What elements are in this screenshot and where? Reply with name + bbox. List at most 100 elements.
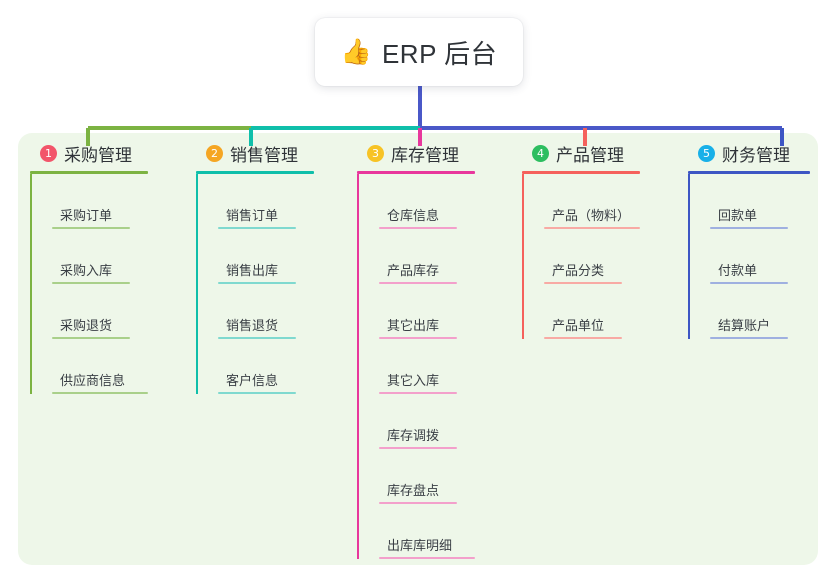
- branch-badge-3: 3: [367, 144, 384, 162]
- leaf-label: 销售出库: [226, 263, 279, 278]
- leaf-item[interactable]: 客户信息: [196, 339, 314, 394]
- leaf-item[interactable]: 采购退货: [30, 284, 148, 339]
- branch-label-4: 产品管理: [556, 145, 624, 165]
- branch-rule-2: [196, 171, 314, 174]
- leaf-underline: [218, 227, 296, 229]
- branch-badge-4: 4: [532, 144, 549, 162]
- leaf-label: 付款单: [718, 263, 758, 278]
- leaf-label: 产品单位: [552, 318, 605, 333]
- page-title: ERP 后台: [381, 38, 498, 69]
- leaf-underline: [379, 392, 457, 394]
- leaf-item[interactable]: 付款单: [688, 229, 810, 284]
- leaf-item[interactable]: 产品（物料）: [522, 174, 640, 229]
- leaf-underline: [710, 227, 788, 229]
- leaf-item[interactable]: 仓库信息: [357, 174, 475, 229]
- leaf-item[interactable]: 销售出库: [196, 229, 314, 284]
- branch-label-1: 采购管理: [64, 145, 132, 165]
- leaf-item[interactable]: 采购订单: [30, 174, 148, 229]
- branch-badge-5: 5: [698, 144, 715, 162]
- branch-spine-1: [30, 174, 32, 394]
- branch-items-1: 采购订单采购入库采购退货供应商信息: [30, 174, 148, 394]
- leaf-item[interactable]: 销售退货: [196, 284, 314, 339]
- leaf-item[interactable]: 结算账户: [688, 284, 810, 339]
- branch-5[interactable]: 5 财务管理回款单付款单结算账户: [688, 140, 810, 339]
- leaf-underline: [379, 447, 457, 449]
- leaf-label: 采购退货: [60, 318, 113, 333]
- branch-items-3: 仓库信息产品库存其它出库其它入库库存调拨库存盘点出库库明细: [357, 174, 475, 559]
- leaf-underline: [544, 337, 622, 339]
- leaf-label: 仓库信息: [387, 208, 440, 223]
- leaf-item[interactable]: 库存盘点: [357, 449, 475, 504]
- branch-spine-2: [196, 174, 198, 394]
- leaf-underline: [218, 392, 296, 394]
- leaf-label: 采购入库: [60, 263, 113, 278]
- leaf-label: 供应商信息: [60, 373, 126, 388]
- leaf-underline: [218, 282, 296, 284]
- branch-4[interactable]: 4 产品管理产品（物料） 产品分类产品单位: [522, 140, 640, 339]
- leaf-label: 产品分类: [552, 263, 605, 278]
- branch-header-1[interactable]: 1 采购管理: [30, 140, 148, 166]
- branch-header-4[interactable]: 4 产品管理: [522, 140, 640, 166]
- leaf-item[interactable]: 库存调拨: [357, 394, 475, 449]
- leaf-item[interactable]: 产品单位: [522, 284, 640, 339]
- branch-items-2: 销售订单销售出库销售退货客户信息: [196, 174, 314, 394]
- leaf-underline: [544, 227, 640, 229]
- branch-spine-5: [688, 174, 690, 339]
- branch-items-5: 回款单付款单结算账户: [688, 174, 810, 339]
- leaf-label: 其它入库: [387, 373, 440, 388]
- branches-panel: [18, 133, 818, 565]
- leaf-item[interactable]: 其它出库: [357, 284, 475, 339]
- leaf-underline: [52, 282, 130, 284]
- root-node[interactable]: 👍 ERP 后台: [315, 18, 523, 86]
- leaf-label: 产品（物料）: [552, 208, 631, 223]
- leaf-label: 回款单: [718, 208, 758, 223]
- leaf-underline: [218, 337, 296, 339]
- leaf-item[interactable]: 销售订单: [196, 174, 314, 229]
- branch-rule-3: [357, 171, 475, 174]
- branch-items-4: 产品（物料） 产品分类产品单位: [522, 174, 640, 339]
- leaf-label: 产品库存: [387, 263, 440, 278]
- branch-spine-4: [522, 174, 524, 339]
- leaf-item[interactable]: 产品库存: [357, 229, 475, 284]
- leaf-underline: [710, 282, 788, 284]
- branch-spine-3: [357, 174, 359, 559]
- leaf-underline: [379, 337, 457, 339]
- leaf-item[interactable]: 回款单: [688, 174, 810, 229]
- leaf-underline: [379, 227, 457, 229]
- leaf-label: 库存盘点: [387, 483, 440, 498]
- leaf-underline: [52, 337, 130, 339]
- leaf-underline: [379, 282, 457, 284]
- leaf-item[interactable]: 供应商信息: [30, 339, 148, 394]
- branch-3[interactable]: 3 库存管理仓库信息产品库存其它出库其它入库库存调拨库存盘点出库库明细: [357, 140, 475, 559]
- leaf-underline: [379, 557, 475, 559]
- leaf-label: 其它出库: [387, 318, 440, 333]
- leaf-item[interactable]: 其它入库: [357, 339, 475, 394]
- leaf-label: 出库库明细: [387, 538, 453, 553]
- leaf-item[interactable]: 产品分类: [522, 229, 640, 284]
- leaf-underline: [379, 502, 457, 504]
- branch-rule-4: [522, 171, 640, 174]
- branch-label-2: 销售管理: [230, 145, 298, 165]
- leaf-label: 销售退货: [226, 318, 279, 333]
- branch-badge-1: 1: [40, 144, 57, 162]
- branch-rule-5: [688, 171, 810, 174]
- branch-label-5: 财务管理: [722, 145, 790, 165]
- branch-label-3: 库存管理: [391, 145, 459, 165]
- leaf-label: 库存调拨: [387, 428, 440, 443]
- leaf-underline: [52, 392, 148, 394]
- branch-header-5[interactable]: 5 财务管理: [688, 140, 810, 166]
- leaf-label: 客户信息: [226, 373, 279, 388]
- branch-header-3[interactable]: 3 库存管理: [357, 140, 475, 166]
- leaf-item[interactable]: 出库库明细: [357, 504, 475, 559]
- leaf-item[interactable]: 采购入库: [30, 229, 148, 284]
- leaf-label: 采购订单: [60, 208, 113, 223]
- leaf-underline: [52, 227, 130, 229]
- leaf-label: 结算账户: [718, 318, 771, 333]
- branch-1[interactable]: 1 采购管理采购订单采购入库采购退货供应商信息: [30, 140, 148, 394]
- thumbs-up-emoji: 👍: [340, 37, 372, 66]
- branch-rule-1: [30, 171, 148, 174]
- leaf-label: 销售订单: [226, 208, 279, 223]
